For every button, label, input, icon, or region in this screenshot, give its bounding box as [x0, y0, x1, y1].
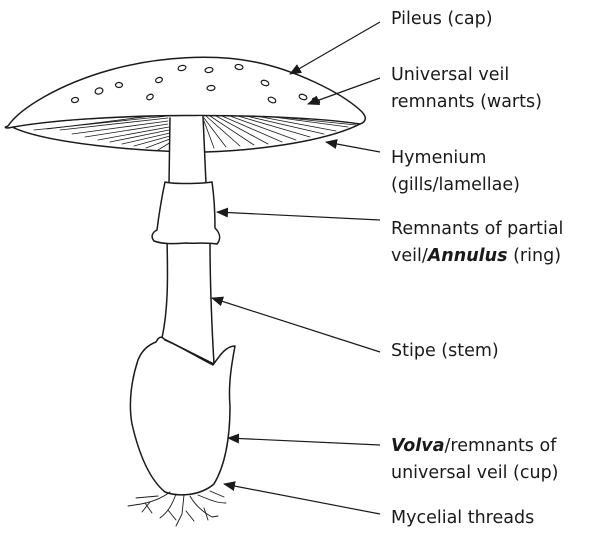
mycelial-threads	[128, 491, 226, 526]
label-pileus: Pileus (cap)	[391, 6, 493, 33]
stipe-upper	[169, 116, 206, 184]
mushroom-illustration	[5, 57, 365, 526]
label-annulus-suffix: (ring)	[508, 246, 561, 266]
label-volva-suffix: /remnants of	[445, 436, 557, 456]
label-stipe: Stipe (stem)	[391, 338, 499, 365]
arrow-mycelium	[224, 484, 380, 514]
arrow-volva	[228, 438, 380, 445]
label-annulus-line1: Remnants of partial	[391, 216, 563, 243]
label-annulus-line2: veil/Annulus (ring)	[391, 243, 563, 270]
arrow-annulus	[217, 212, 380, 220]
volva-cup	[130, 337, 235, 495]
label-volva-line1: Volva/remnants of	[391, 433, 559, 460]
label-stipe-text: Stipe (stem)	[391, 338, 499, 365]
label-pileus-text: Pileus (cap)	[391, 6, 493, 33]
label-warts-line2: remnants (warts)	[391, 89, 542, 116]
arrow-hymenium	[326, 142, 380, 152]
label-volva-line2: universal veil (cup)	[391, 460, 559, 487]
label-volva: Volva/remnants of universal veil (cup)	[391, 433, 559, 487]
label-mycelium: Mycelial threads	[391, 505, 534, 532]
label-hymenium-line2: (gills/lamellae)	[391, 172, 520, 199]
label-warts: Universal veil remnants (warts)	[391, 62, 542, 116]
label-annulus: Remnants of partial veil/Annulus (ring)	[391, 216, 563, 270]
label-hymenium: Hymenium (gills/lamellae)	[391, 145, 520, 199]
arrow-pileus	[290, 22, 380, 74]
label-warts-line1: Universal veil	[391, 62, 542, 89]
label-annulus-term: Annulus	[428, 246, 508, 266]
label-mycelium-text: Mycelial threads	[391, 505, 534, 532]
label-hymenium-line1: Hymenium	[391, 145, 520, 172]
label-volva-term: Volva	[391, 436, 445, 456]
label-annulus-prefix: veil/	[391, 246, 428, 266]
annulus-ring	[152, 182, 220, 244]
arrow-stipe	[212, 298, 380, 352]
